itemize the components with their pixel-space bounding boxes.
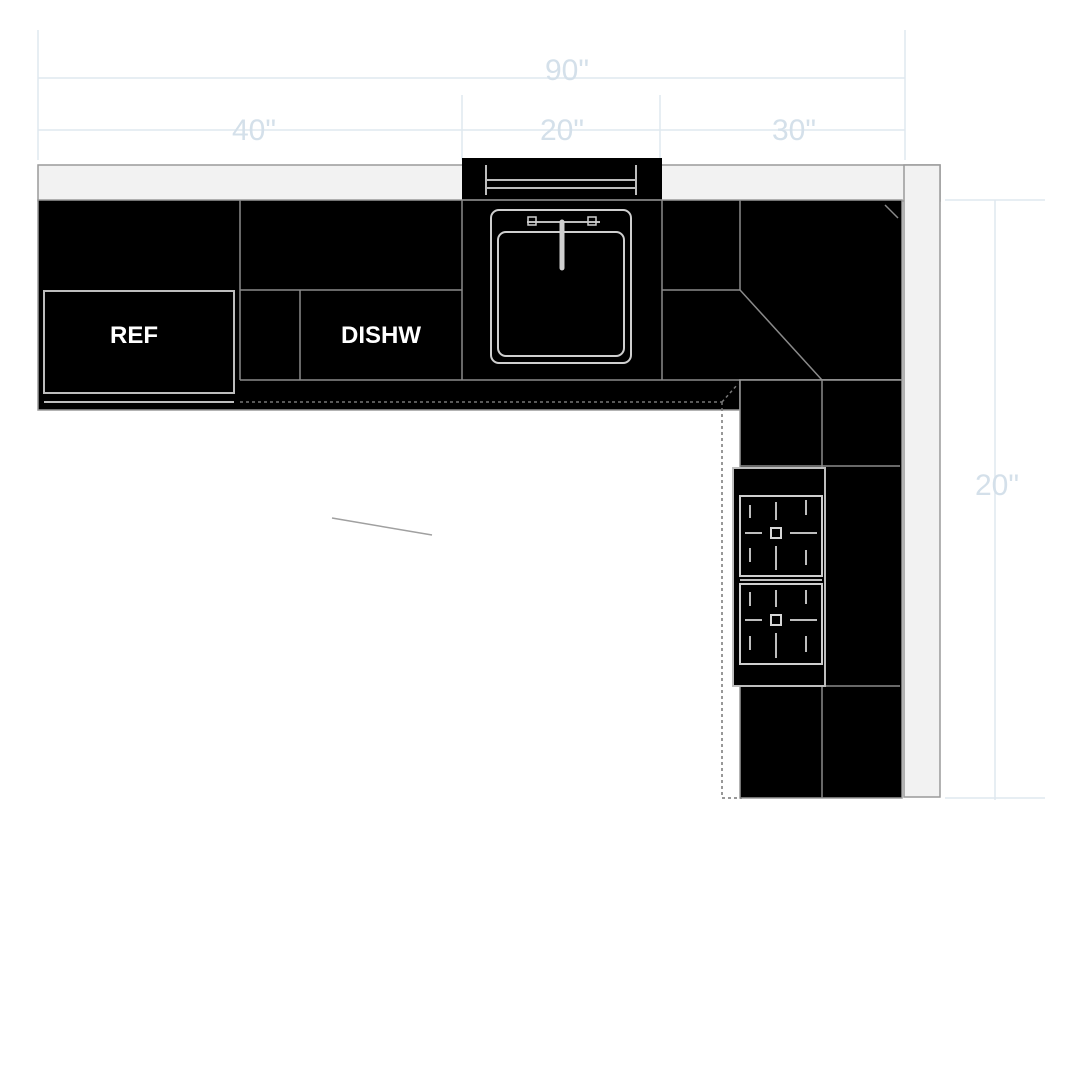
dishwasher: DISHW bbox=[341, 322, 421, 349]
cooktop bbox=[732, 467, 826, 687]
top-cabinet-run bbox=[37, 199, 903, 411]
right-depth-dimension: 20" bbox=[975, 469, 1019, 502]
sink bbox=[490, 209, 632, 364]
sink-segment-dimension: 20" bbox=[540, 114, 584, 147]
right-segment-dimension: 30" bbox=[772, 114, 816, 147]
counter-edge-lines bbox=[240, 383, 742, 799]
dishwasher-label: DISHW bbox=[341, 322, 421, 349]
burner-top bbox=[745, 500, 817, 570]
window-above-sink bbox=[462, 158, 662, 203]
left-segment-dimension: 40" bbox=[232, 114, 276, 147]
dimension-lines bbox=[37, 30, 1045, 800]
refrigerator: REF bbox=[43, 290, 235, 403]
refrigerator-label: REF bbox=[110, 322, 158, 349]
stray-mark bbox=[331, 517, 433, 536]
burner-bottom bbox=[745, 590, 817, 658]
overall-width-dimension: 90" bbox=[545, 54, 589, 87]
